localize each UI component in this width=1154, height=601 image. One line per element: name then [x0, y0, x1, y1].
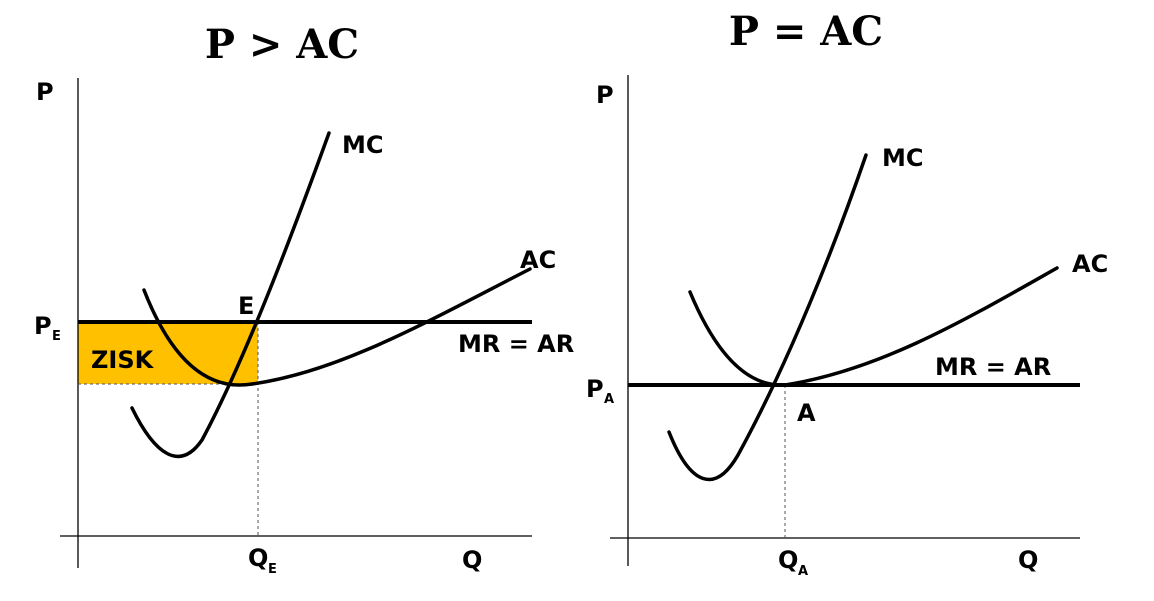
left-price-label: P — [34, 312, 52, 340]
left-quantity-label: Q — [248, 544, 268, 572]
left-mc-label: MC — [342, 131, 384, 159]
right-quantity-label: Q — [778, 546, 798, 574]
right-mr-label: MR = AR — [935, 353, 1051, 381]
right-mc-curve — [667, 153, 868, 482]
right-ac-curve — [688, 266, 1059, 387]
left-y-axis-label: P — [36, 78, 54, 106]
profit-area — [78, 322, 258, 384]
left-x-axis-label: Q — [462, 546, 482, 574]
right-mc-label: MC — [882, 144, 924, 172]
left-point-label: E — [238, 292, 254, 320]
left-mr-label: MR = AR — [458, 330, 574, 358]
right-y-axis-label: P — [596, 81, 614, 109]
right-quantity-subscript: A — [798, 564, 808, 579]
right-price-label: P — [586, 375, 604, 403]
left-panel: P > AC ZISK P Q MC AC MR = AR E P E Q E — [34, 21, 574, 577]
right-title: P = AC — [729, 8, 883, 55]
left-quantity-subscript: E — [268, 562, 277, 577]
left-ac-curve — [142, 267, 532, 387]
profit-label: ZISK — [91, 346, 155, 374]
right-panel: P = AC P Q MC AC MR = AR A P A Q A — [586, 8, 1108, 579]
right-ac-label: AC — [1072, 250, 1108, 278]
left-mc-curve — [130, 131, 331, 459]
right-x-axis-label: Q — [1018, 546, 1038, 574]
right-price-subscript: A — [604, 392, 614, 407]
left-price-subscript: E — [52, 329, 61, 344]
left-ac-label: AC — [520, 246, 556, 274]
right-point-label: A — [797, 399, 816, 427]
left-title: P > AC — [205, 21, 359, 68]
